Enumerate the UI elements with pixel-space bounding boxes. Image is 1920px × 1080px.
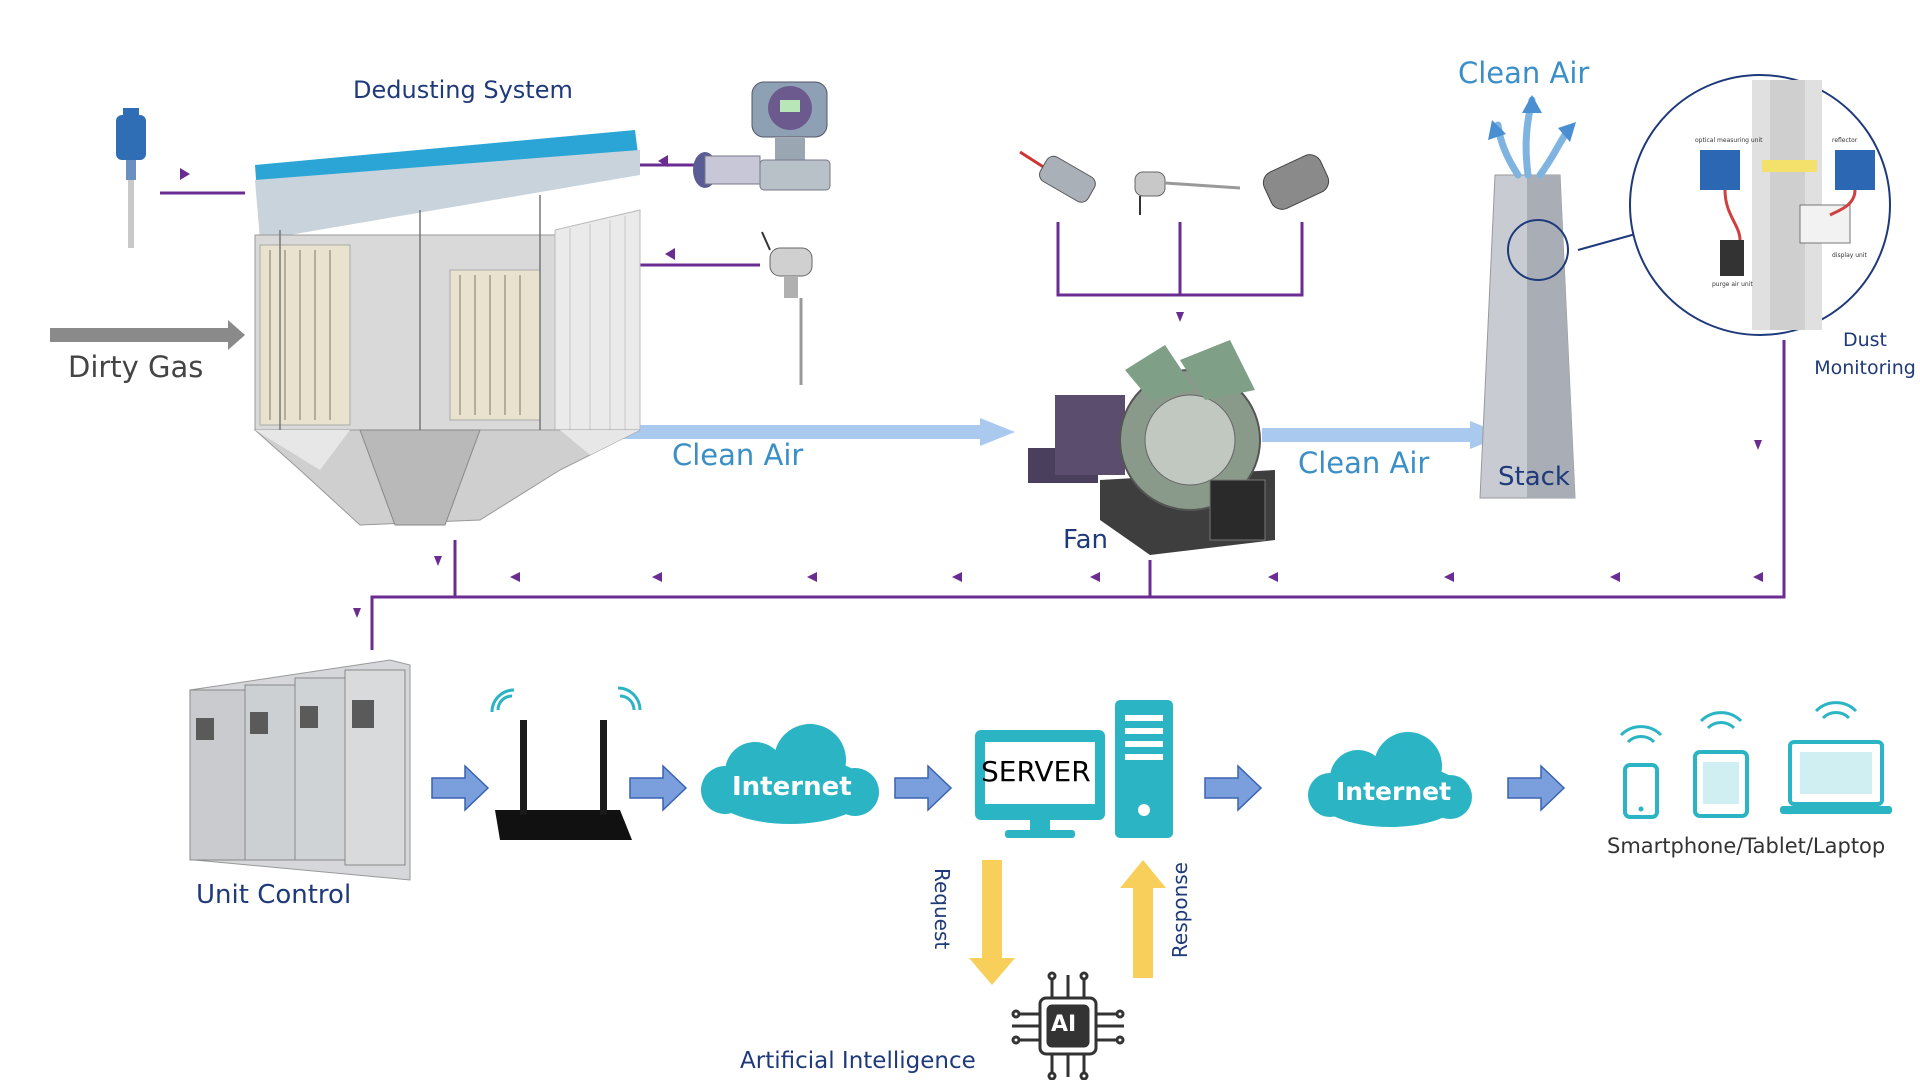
ai-chip-label: AI (1051, 1012, 1077, 1037)
request-label: Request (930, 868, 954, 950)
dedusting-system-label: Dedusting System (353, 76, 573, 104)
clean-air-arrow-2 (1262, 421, 1505, 449)
internet-label-2: Internet (1336, 777, 1452, 806)
response-arrow (1120, 860, 1166, 978)
dirty-gas-label: Dirty Gas (68, 350, 204, 384)
clean-air-label-top: Clean Air (1458, 56, 1590, 90)
clean-air-label-2: Clean Air (1298, 446, 1430, 480)
clean-air-label-1: Clean Air (672, 438, 804, 472)
fan-label: Fan (1063, 525, 1108, 555)
ai-chip-icon (1011, 971, 1125, 1080)
dedusting-system-illustration (253, 130, 641, 526)
artificial-intelligence-label: Artificial Intelligence (740, 1048, 976, 1074)
devices-label: Smartphone/Tablet/Laptop (1607, 834, 1886, 858)
inductive-sensor-icon (1019, 150, 1096, 203)
pressure-transmitter-icon (693, 81, 831, 191)
smartphone-icon (1623, 763, 1659, 819)
svg-text:display unit: display unit (1832, 252, 1867, 259)
clean-air-arrow-1 (575, 418, 1015, 446)
dirty-gas-arrow (50, 320, 245, 350)
pressure-sensor-icon (1262, 154, 1330, 210)
fan-illustration (1028, 340, 1275, 555)
internet-cloud-1 (701, 724, 879, 824)
tablet-icon (1693, 750, 1749, 818)
level-sensor-icon (116, 108, 146, 248)
internet-cloud-2 (1308, 732, 1472, 827)
wifi-icon (490, 686, 642, 713)
temperature-probe-icon (761, 231, 813, 385)
network-arrows (431, 764, 1566, 812)
dust-monitoring-inset: optical measuring unit reflector display… (1629, 74, 1891, 336)
device-wifi-icons (1619, 701, 1858, 744)
svg-text:optical measuring unit: optical measuring unit (1695, 137, 1763, 144)
stack-label: Stack (1498, 462, 1570, 492)
request-arrow (969, 860, 1015, 985)
fan-sensors (1019, 150, 1330, 215)
server-icon (975, 700, 1173, 838)
svg-text:purge air unit: purge air unit (1712, 281, 1753, 288)
svg-text:reflector: reflector (1832, 137, 1858, 144)
response-label: Response (1168, 862, 1192, 959)
signal-lines (160, 163, 1786, 650)
signal-arrowheads (180, 155, 1763, 618)
server-label: SERVER (981, 755, 1091, 788)
unit-control-cabinets (189, 659, 411, 881)
unit-control-label: Unit Control (196, 880, 352, 910)
laptop-icon (1780, 740, 1892, 814)
stack-illustration (1479, 174, 1656, 499)
internet-label-1: Internet (732, 772, 852, 802)
dust-monitoring-label: Dust Monitoring (1814, 329, 1916, 379)
thermocouple-icon (1134, 171, 1241, 215)
router-icon (490, 686, 642, 840)
